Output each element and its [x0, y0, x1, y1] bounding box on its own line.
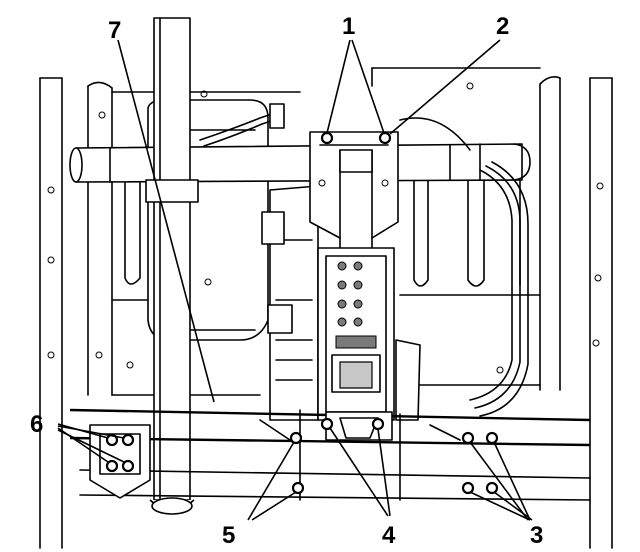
transmission-mount-plate: [317, 247, 395, 421]
callout-7: 7: [108, 17, 121, 44]
bolts-3: [461, 431, 499, 495]
leader-lines: [57, 39, 533, 521]
rear-crossmember: [69, 408, 591, 501]
driveshaft-tube: [145, 17, 199, 515]
left-frame-rail: [39, 77, 63, 549]
upper-crossmember: [69, 143, 531, 183]
bolts-6: [105, 433, 135, 473]
center-support-bracket: [309, 131, 399, 251]
bolts-5: [289, 431, 305, 495]
callout-3: 3: [530, 522, 543, 549]
callout-6: 6: [30, 411, 43, 438]
callout-2: 2: [496, 13, 509, 40]
right-frame-rail: [589, 77, 613, 549]
callout-4: 4: [382, 522, 396, 549]
callout-1: 1: [342, 13, 355, 40]
transmission-assembly: [261, 185, 421, 421]
callout-5: 5: [222, 522, 235, 549]
left-mount-bracket: [89, 424, 151, 499]
